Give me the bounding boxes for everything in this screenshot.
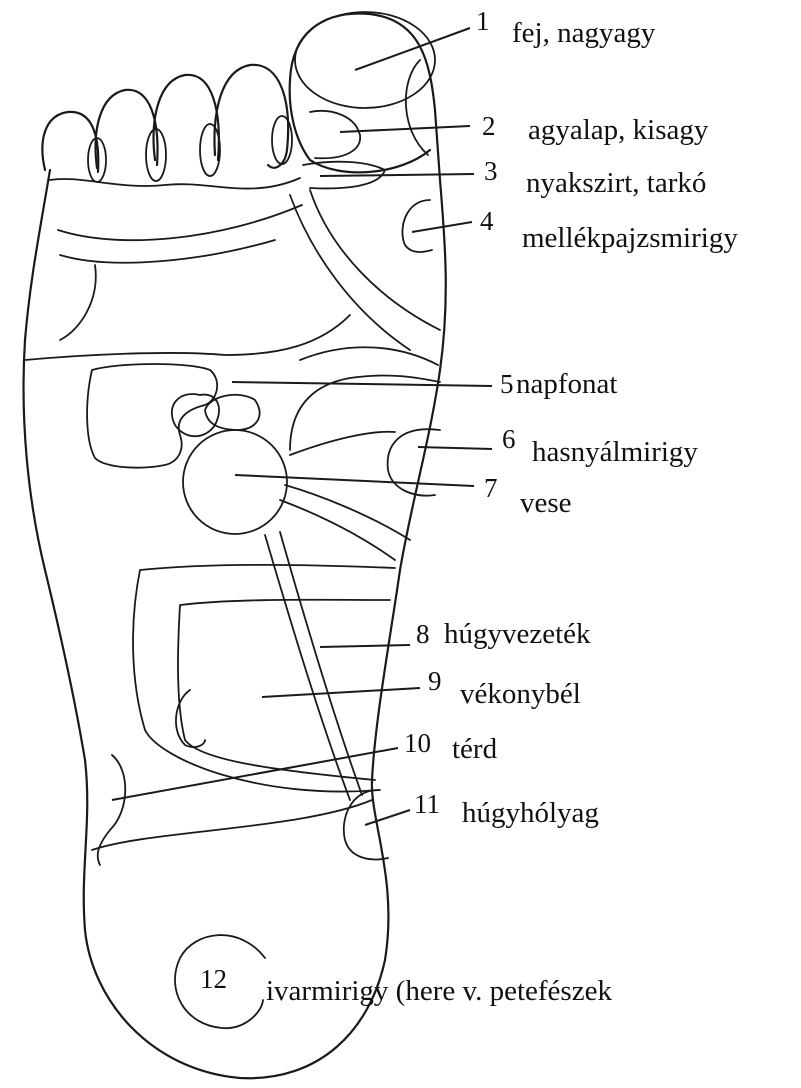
leader-6 <box>418 447 492 449</box>
label-8-number: 8 <box>416 619 430 649</box>
toe-2-tip <box>272 116 292 164</box>
label-6-number: 6 <box>502 424 516 454</box>
shoulder-zone <box>60 240 275 263</box>
colon-diag-2 <box>280 500 395 560</box>
label-7-number: 7 <box>484 473 498 503</box>
ureter-right <box>280 532 362 795</box>
label-6-text: hasnyálmirigy <box>532 436 698 468</box>
label-5-number: 5 <box>500 369 514 399</box>
knee-zone <box>98 755 126 865</box>
label-1-text: fej, nagyagy <box>512 17 656 49</box>
label-5-text: napfonat <box>516 368 617 400</box>
leader-3 <box>320 174 474 176</box>
toe-3-tip <box>200 124 220 176</box>
big-toe-side-arc <box>406 60 428 155</box>
ureter-left <box>265 535 350 800</box>
intestine-frame-outer <box>133 565 395 792</box>
colon-diag-1 <box>285 485 410 540</box>
mid-zones <box>87 364 440 560</box>
right-lower-band <box>300 347 438 365</box>
label-3-text: nyakszirt, tarkó <box>526 167 706 199</box>
leader-8 <box>320 645 410 647</box>
toe-4 <box>96 90 158 168</box>
label-2-text: agyalap, kisagy <box>528 114 709 146</box>
right-band <box>290 190 440 350</box>
label-1-number: 1 <box>476 6 490 36</box>
liver-line <box>290 375 440 450</box>
intestine-frame-inner <box>178 600 390 780</box>
label-12-number: 12 <box>200 964 227 994</box>
label-11-number: 11 <box>414 789 440 819</box>
cerebellum-zone <box>310 111 360 158</box>
label-3-number: 3 <box>484 156 498 186</box>
adrenal-zone <box>205 395 260 430</box>
toe-2 <box>214 65 288 168</box>
leader-4 <box>412 222 472 232</box>
label-10-number: 10 <box>404 728 431 758</box>
lower-zones <box>92 532 395 1028</box>
leader-11 <box>365 810 410 825</box>
pancreas-zone <box>388 429 440 495</box>
label-4-text: mellékpajzsmirigy <box>522 222 738 254</box>
label-4-number: 4 <box>480 206 494 236</box>
leader-7 <box>235 475 474 486</box>
label-9-text: vékonybél <box>460 678 581 710</box>
diaphragm-line <box>60 265 96 340</box>
heel-line <box>92 800 372 850</box>
label-8-text: húgyvezeték <box>444 618 591 650</box>
label-11-text: húgyhólyag <box>462 797 599 829</box>
leader-2 <box>340 126 470 132</box>
leader-9 <box>262 688 420 697</box>
label-9-number: 9 <box>428 666 442 696</box>
label-10-text: térd <box>452 733 498 765</box>
liver-line-2 <box>290 432 395 455</box>
label-12-text: ivarmirigy (here v. petefészek <box>266 975 612 1007</box>
kidney-zone <box>183 430 287 534</box>
lung-zone <box>25 315 350 360</box>
label-2-number: 2 <box>482 111 496 141</box>
parathyroid-zone <box>402 200 432 252</box>
upper-zones <box>25 190 440 365</box>
label-7-text: vese <box>520 487 572 519</box>
leader-5 <box>232 382 492 386</box>
toe-3 <box>154 75 219 160</box>
solar-plexus-zone <box>87 364 217 468</box>
big-toe-head-zone <box>295 12 435 108</box>
toe-base-line <box>50 178 300 189</box>
toes <box>42 12 435 240</box>
toe-base-line-2 <box>58 205 302 240</box>
toe-5 <box>42 112 98 172</box>
